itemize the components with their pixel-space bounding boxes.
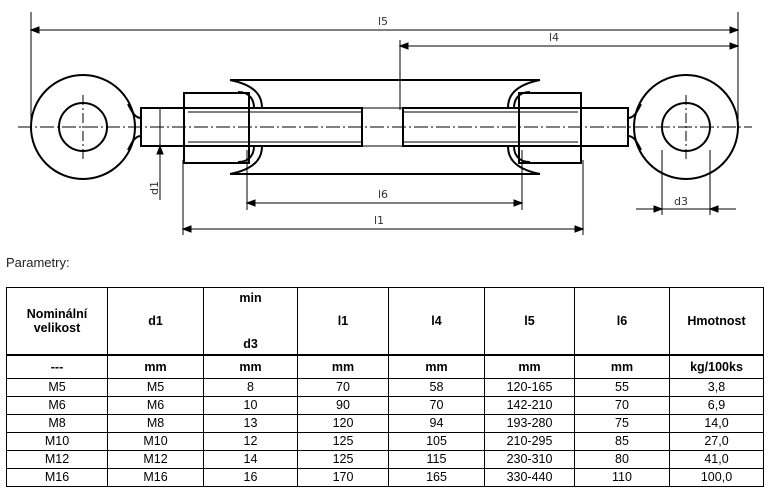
header-min-d3: min d3 bbox=[203, 287, 298, 356]
table-cell: 8 bbox=[203, 378, 298, 397]
table-cell: M12 bbox=[6, 450, 108, 469]
table-cell: 80 bbox=[574, 450, 670, 469]
table-cell: 210-295 bbox=[484, 432, 575, 451]
table-row: M16 M16 16 170 165 330-440 110 100,0 bbox=[6, 468, 764, 487]
header-d1: d1 bbox=[107, 287, 204, 356]
table-cell: 105 bbox=[388, 432, 485, 451]
table-cell: M16 bbox=[6, 468, 108, 487]
table-cell: 110 bbox=[574, 468, 670, 487]
table-cell: M12 bbox=[107, 450, 204, 469]
table-cell: 100,0 bbox=[669, 468, 764, 487]
d1-label: d1 bbox=[148, 181, 161, 195]
table-cell: 10 bbox=[203, 396, 298, 415]
l5-label: l5 bbox=[378, 15, 388, 28]
header-l5: l5 bbox=[484, 287, 575, 356]
unit-cell: kg/100ks bbox=[669, 354, 764, 379]
l6-label: l6 bbox=[378, 188, 388, 201]
table-cell: M8 bbox=[107, 414, 204, 433]
header-l6: l6 bbox=[574, 287, 670, 356]
table-cell: 58 bbox=[388, 378, 485, 397]
table-cell: 125 bbox=[297, 432, 389, 451]
dimension-l1 bbox=[181, 160, 585, 235]
table-cell: M10 bbox=[107, 432, 204, 451]
table-cell: 14,0 bbox=[669, 414, 764, 433]
table-cell: M5 bbox=[107, 378, 204, 397]
dimension-l6 bbox=[245, 150, 524, 210]
table-row: M10 M10 12 125 105 210-295 85 27,0 bbox=[6, 432, 764, 451]
table-cell: 330-440 bbox=[484, 468, 575, 487]
table-cell: 90 bbox=[297, 396, 389, 415]
dimension-l4 bbox=[398, 40, 740, 110]
units-row: --- mm mm mm mm mm mm kg/100ks bbox=[6, 354, 764, 379]
table-cell: M16 bbox=[107, 468, 204, 487]
turnbuckle-drawing: l5 l4 bbox=[18, 12, 752, 235]
table-cell: 12 bbox=[203, 432, 298, 451]
table-cell: 27,0 bbox=[669, 432, 764, 451]
header-l1: l1 bbox=[297, 287, 389, 356]
table-cell: 115 bbox=[388, 450, 485, 469]
table-cell: 94 bbox=[388, 414, 485, 433]
header-l4: l4 bbox=[388, 287, 485, 356]
l1-label: l1 bbox=[374, 214, 384, 227]
header-row: Nominální velikost d1 min d3 l1 l4 l5 l6… bbox=[6, 287, 764, 356]
table-cell: M10 bbox=[6, 432, 108, 451]
table-cell: 3,8 bbox=[669, 378, 764, 397]
table-row: M12 M12 14 125 115 230-310 80 41,0 bbox=[6, 450, 764, 469]
table-cell: 41,0 bbox=[669, 450, 764, 469]
parameters-caption: Parametry: bbox=[6, 255, 70, 270]
unit-cell: mm bbox=[574, 354, 670, 379]
l4-label: l4 bbox=[549, 31, 559, 44]
table-cell: 14 bbox=[203, 450, 298, 469]
dimension-l5 bbox=[29, 12, 740, 120]
table-cell: M5 bbox=[6, 378, 108, 397]
header-nominal-line1: Nominální bbox=[26, 307, 88, 321]
table-cell: 70 bbox=[574, 396, 670, 415]
table-cell: M6 bbox=[6, 396, 108, 415]
table-cell: 55 bbox=[574, 378, 670, 397]
dimension-d1 bbox=[156, 108, 164, 200]
header-d3: d3 bbox=[243, 337, 258, 351]
table-cell: 165 bbox=[388, 468, 485, 487]
table-cell: M8 bbox=[6, 414, 108, 433]
table-cell: 13 bbox=[203, 414, 298, 433]
turnbuckle-body bbox=[183, 79, 582, 175]
table-cell: 125 bbox=[297, 450, 389, 469]
header-nominal-line2: velikost bbox=[33, 321, 81, 335]
table-cell: 75 bbox=[574, 414, 670, 433]
d3-label: d3 bbox=[674, 195, 688, 208]
unit-cell: mm bbox=[388, 354, 485, 379]
table-cell: 120 bbox=[297, 414, 389, 433]
table-cell: 16 bbox=[203, 468, 298, 487]
table-cell: M6 bbox=[107, 396, 204, 415]
table-row: M8 M8 13 120 94 193-280 75 14,0 bbox=[6, 414, 764, 433]
table-cell: 193-280 bbox=[484, 414, 575, 433]
table-cell: 70 bbox=[388, 396, 485, 415]
table-cell: 230-310 bbox=[484, 450, 575, 469]
dimension-d3 bbox=[636, 150, 736, 215]
parameters-table: Nominální velikost d1 min d3 l1 l4 l5 l6… bbox=[6, 287, 764, 487]
unit-cell: mm bbox=[203, 354, 298, 379]
unit-cell: mm bbox=[297, 354, 389, 379]
unit-cell: mm bbox=[484, 354, 575, 379]
table-cell: 170 bbox=[297, 468, 389, 487]
table-cell: 85 bbox=[574, 432, 670, 451]
header-min: min bbox=[239, 291, 262, 305]
unit-cell: mm bbox=[107, 354, 204, 379]
table-cell: 142-210 bbox=[484, 396, 575, 415]
header-nominal-size: Nominální velikost bbox=[6, 287, 108, 356]
table-row: M6 M6 10 90 70 142-210 70 6,9 bbox=[6, 396, 764, 415]
table-cell: 70 bbox=[297, 378, 389, 397]
table-cell: 120-165 bbox=[484, 378, 575, 397]
table-row: M5 M5 8 70 58 120-165 55 3,8 bbox=[6, 378, 764, 397]
unit-cell: --- bbox=[6, 354, 108, 379]
table-cell: 6,9 bbox=[669, 396, 764, 415]
header-weight: Hmotnost bbox=[669, 287, 764, 356]
